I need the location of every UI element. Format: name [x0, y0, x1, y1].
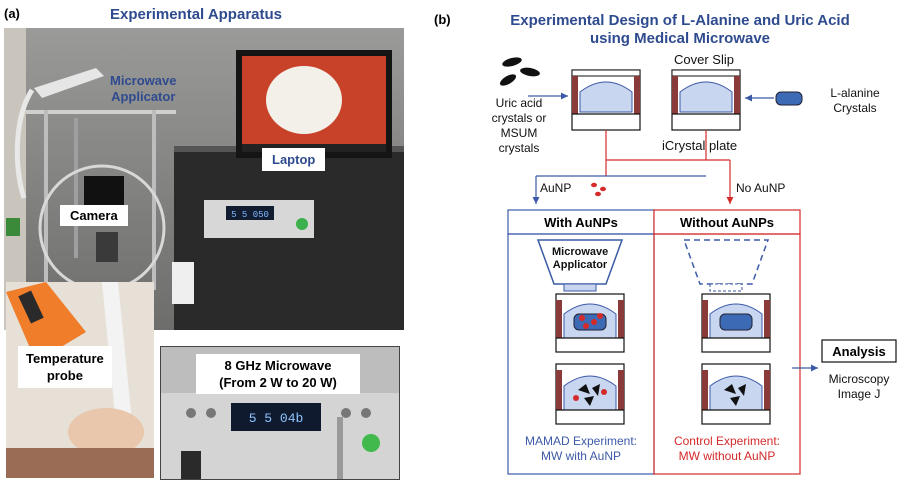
aunp-dots	[591, 182, 606, 197]
microwave-label: 8 GHz Microwave (From 2 W to 20 W)	[196, 354, 360, 394]
icrystal-plate-label: iCrystal plate	[662, 138, 738, 153]
l-alanine-crystal-shape	[775, 91, 803, 106]
without-aunps-column	[653, 233, 801, 475]
without-aunps-header: Without AuNPs	[680, 214, 774, 230]
microwave-label-line2: (From 2 W to 20 W)	[219, 375, 337, 390]
microwave-applicator-label: Microwave Applicator	[110, 73, 177, 104]
panel-b-title: Experimental Design of L-Alanine and Uri…	[470, 12, 890, 48]
uric-acid-crystals	[499, 57, 540, 86]
mamad-caption-line1: MAMAD Experiment:	[524, 434, 638, 448]
uric-acid-label: Uric acid crystals or MSUM crystals	[491, 96, 547, 155]
panel-b-tag: (b)	[434, 12, 451, 27]
device-display: 5 5 050	[231, 210, 269, 220]
right-mid-well	[701, 293, 771, 353]
left-mid-well	[555, 293, 625, 353]
apparatus-illustration: 5 5 050	[4, 28, 404, 330]
device-display-zoom: 5 5 04b	[249, 411, 304, 426]
laptop-label: Laptop	[262, 148, 326, 171]
apparatus-photo: 5 5 050	[4, 28, 404, 330]
panel-a-title: Experimental Apparatus	[110, 6, 282, 23]
microwave-applicator-solid	[536, 239, 624, 285]
left-bottom-well	[555, 363, 625, 425]
camera-label: Camera	[60, 205, 128, 226]
l-alanine-label: L-alanine Crystals	[830, 86, 880, 115]
temperature-probe-label: Temperature probe	[18, 346, 112, 388]
aunp-label: AuNP	[540, 181, 572, 195]
control-caption-line2: MW without AuNP	[678, 449, 776, 463]
no-aunp-label: No AuNP	[736, 181, 786, 195]
cover-slip-label: Cover Slip	[674, 52, 734, 67]
control-caption-line1: Control Experiment:	[673, 434, 781, 448]
with-aunps-header: With AuNPs	[544, 214, 618, 230]
left-crystal-well	[571, 69, 641, 131]
mamad-caption: MAMAD Experiment: MW with AuNP	[510, 434, 652, 464]
without-aunps-header-box	[653, 209, 801, 235]
microwave-label-line1: 8 GHz Microwave	[224, 358, 332, 373]
right-crystal-well	[671, 69, 741, 131]
analysis-sub-label: Microscopy Image J	[828, 372, 890, 401]
panel-b-title-line1: Experimental Design of L-Alanine and Uri…	[510, 12, 850, 29]
analysis-box	[821, 339, 897, 363]
mamad-caption-line2: MW with AuNP	[540, 449, 621, 463]
panel-b-title-line2: using Medical Microwave	[589, 30, 771, 47]
right-bottom-well	[701, 363, 771, 425]
panel-a-tag: (a)	[4, 6, 20, 21]
applicator-label-b: Microwave Applicator	[552, 246, 609, 271]
microwave-applicator-dashed	[682, 239, 770, 285]
analysis-label: Analysis	[832, 343, 886, 359]
control-caption: Control Experiment: MW without AuNP	[656, 434, 798, 464]
